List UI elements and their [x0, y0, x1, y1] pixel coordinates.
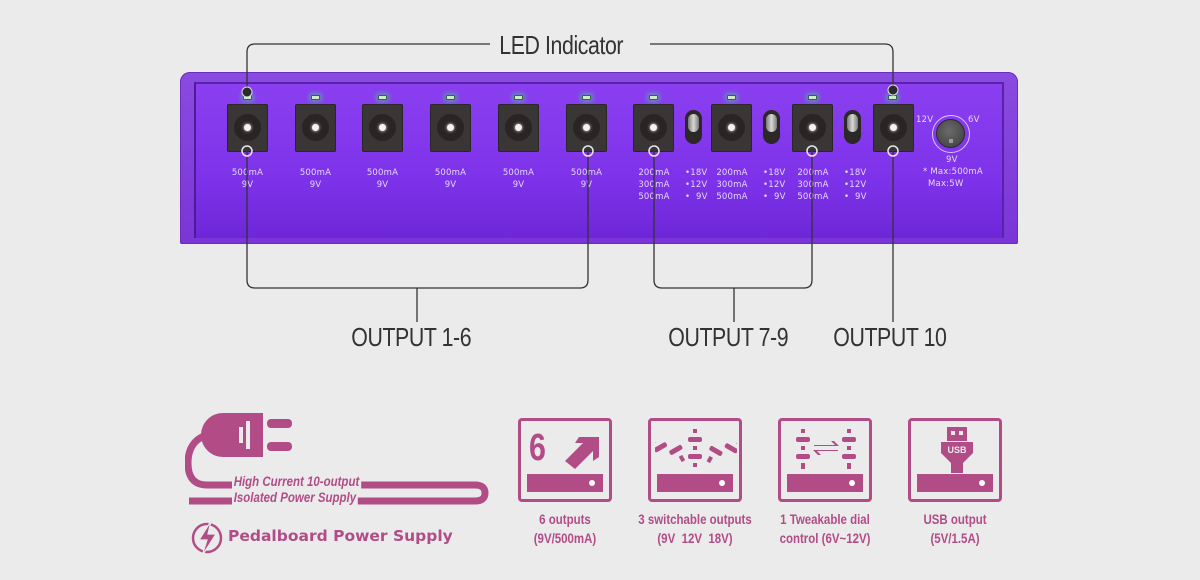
usb-output-icon: USB	[941, 427, 973, 473]
dial-max-power: Max:5W	[928, 179, 964, 189]
led-indicator-5	[514, 95, 523, 100]
feature-six-outputs: 6	[518, 418, 612, 502]
led-indicator-2	[311, 95, 320, 100]
feature-caption-switchable: 3 switchable outputs (9V 12V 18V)	[638, 512, 752, 546]
output-5-jack[interactable]	[498, 104, 539, 152]
output-7-9-label: OUTPUT 7-9	[665, 322, 792, 353]
output-9-jack[interactable]	[792, 104, 833, 152]
usb-label: USB	[947, 445, 967, 455]
dial-label-6v: 6V	[968, 115, 980, 125]
output-2-jack[interactable]	[295, 104, 336, 152]
lightning-bolt-icon	[191, 520, 223, 557]
feature-usb-output: USB	[908, 418, 1002, 502]
output-8-spec: 200mA 300mA 500mA	[716, 168, 748, 202]
output-1-jack[interactable]	[227, 104, 268, 152]
brand-line-2: Isolated Power Supply	[232, 490, 358, 505]
dial-max-current: * Max:500mA	[923, 167, 983, 177]
output-7-jack[interactable]	[633, 104, 674, 152]
output-3-spec: 500mA 9V	[366, 168, 399, 190]
led-indicator-9	[808, 95, 817, 100]
led-indicator-10	[888, 95, 897, 100]
product-title: Pedalboard Power Supply	[228, 527, 453, 545]
output-7-spec: 200mA 300mA 500mA	[638, 168, 670, 202]
output-8-jack[interactable]	[711, 104, 752, 152]
output-6-jack[interactable]	[566, 104, 607, 152]
plug-logo-icon	[185, 413, 489, 505]
dial-label-12v: 12V	[916, 115, 934, 125]
feature-caption-six-outputs: 6 outputs (9V/500mA)	[533, 512, 597, 546]
dial-ring	[932, 115, 970, 153]
output-9-spec: 200mA 300mA 500mA	[797, 168, 829, 202]
feature-tweakable-dial	[778, 418, 872, 502]
output-8-switch-labels: •18V •12V • 9V	[763, 168, 786, 202]
output-2-spec: 500mA 9V	[299, 168, 332, 190]
led-indicator-3	[378, 95, 387, 100]
led-indicator-1	[243, 95, 252, 100]
output-8-voltage-switch[interactable]	[763, 110, 780, 144]
output-1-spec: 500mA 9V	[231, 168, 264, 190]
output-9-voltage-switch[interactable]	[844, 110, 861, 144]
feature-caption-dial: 1 Tweakable dial control (6V~12V)	[779, 512, 871, 546]
led-indicator-8	[727, 95, 736, 100]
output-9-switch-labels: •18V •12V • 9V	[844, 168, 867, 202]
voltage-dial[interactable]	[936, 119, 965, 148]
led-indicator-6	[582, 95, 591, 100]
output-3-jack[interactable]	[362, 104, 403, 152]
led-indicator-4	[446, 95, 455, 100]
output-6-spec: 500mA 9V	[570, 168, 603, 190]
output-10-label: OUTPUT 10	[830, 322, 950, 353]
led-indicator-7	[649, 95, 658, 100]
output-5-spec: 500mA 9V	[502, 168, 535, 190]
led-indicator-label: LED Indicator	[496, 30, 627, 61]
tweakable-dial-icon	[796, 429, 856, 469]
brand-line-1: High Current 10-output	[232, 474, 361, 489]
output-4-spec: 500mA 9V	[434, 168, 467, 190]
output-4-jack[interactable]	[430, 104, 471, 152]
output-10-jack[interactable]	[873, 104, 914, 152]
output-7-switch-labels: •18V •12V • 9V	[685, 168, 708, 202]
six-outputs-icon: 6	[529, 427, 546, 469]
feature-caption-usb: USB output (5V/1.5A)	[923, 512, 987, 546]
feature-switchable-outputs	[648, 418, 742, 502]
switchable-outputs-icon	[655, 429, 737, 467]
output-1-6-label: OUTPUT 1-6	[348, 322, 475, 353]
output-7-voltage-switch[interactable]	[685, 110, 702, 144]
dial-label-9v: 9V	[946, 155, 958, 165]
arrow-up-right-icon	[565, 437, 599, 469]
